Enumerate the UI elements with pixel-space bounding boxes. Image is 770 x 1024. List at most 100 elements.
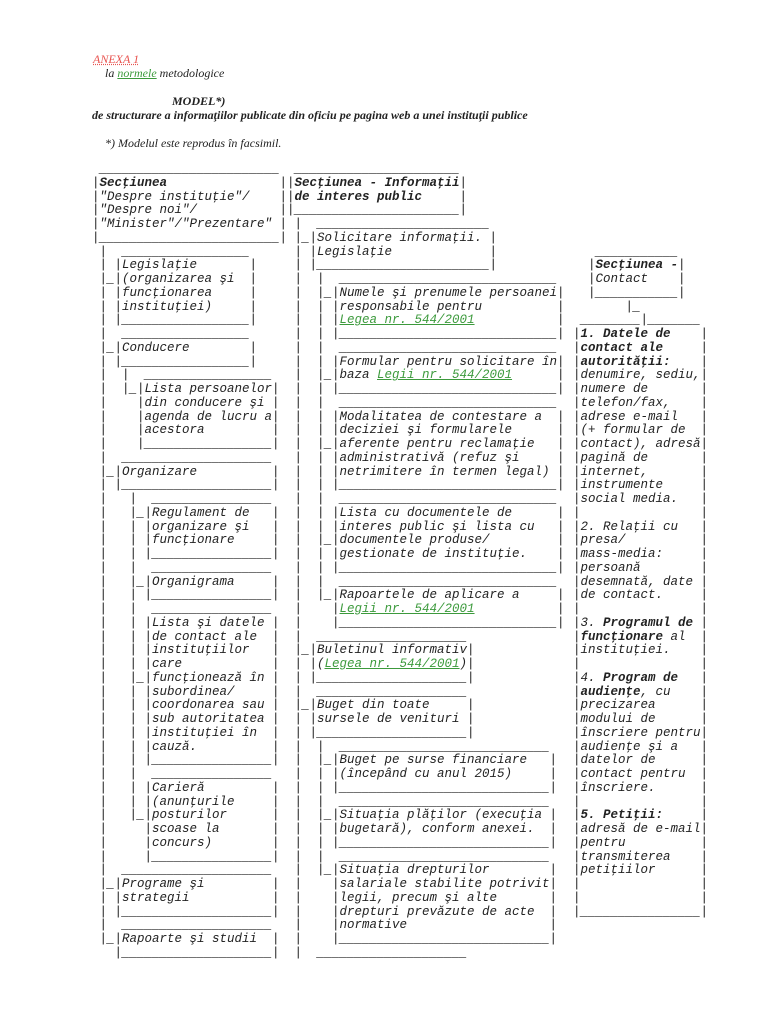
- diagram-line: |_|Rapoarte şi studii |: [92, 932, 287, 947]
- diagram-text: | | |cauză. |: [92, 739, 280, 754]
- diagram-line: | |normative |: [287, 918, 565, 933]
- norms-suffix: metodologice: [156, 66, 225, 80]
- diagram-text: |contact pentru |: [573, 767, 709, 781]
- diagram-line: |pentru |: [573, 835, 709, 851]
- diagram-text: | | |(anunţurile |: [92, 794, 280, 809]
- diagram-text: |"Despre noi"/ |: [92, 203, 288, 218]
- diagram-text: | | |subordinea/ |: [92, 684, 280, 699]
- law-link[interactable]: Legii nr. 544/2001: [339, 602, 475, 616]
- diagram-text: |_|(organizarea şi |: [92, 272, 258, 286]
- diagram-text: |________________|: [573, 904, 709, 919]
- diagram-line: | | ________________: [92, 602, 287, 617]
- diagram-line: |"Despre instituţie"/ |: [92, 190, 287, 205]
- diagram-line: | |____________________|: [92, 905, 287, 920]
- diagram-line: |___________|: [573, 285, 708, 301]
- diagram-text: | |_________________|: [92, 437, 280, 451]
- diagram-line: | |legii, precum şi alte |: [287, 891, 565, 906]
- diagram-text: ______________________: [287, 162, 460, 176]
- diagram-text: | ____________________: [287, 945, 468, 960]
- diagram-line: | | ________________: [92, 492, 287, 507]
- law-link[interactable]: Legea nr. 544/2001: [339, 313, 475, 328]
- diagram-line: | | |____________________________|: [287, 781, 565, 796]
- diagram-line: | |concurs) |: [92, 836, 287, 851]
- diagram-text: al |: [663, 629, 709, 644]
- diagram-line: |_|Solicitare informaţii. |: [287, 231, 565, 246]
- diagram-line: | | |de contact ale |: [92, 629, 287, 645]
- diagram-text: | |_|documentele produse/ |: [287, 533, 565, 548]
- diagram-text: | | |_____________________________|: [287, 478, 565, 493]
- diagram-text: |transmiterea |: [573, 849, 709, 864]
- diagram-text: |_: [573, 299, 641, 314]
- model-subtitle: de structurare a informaţiilor publicate…: [92, 108, 528, 122]
- diagram-line: |5. Petiţii: |: [573, 808, 708, 823]
- diagram-text: | |din conducere şi |: [92, 395, 280, 410]
- diagram-text: | |: [573, 657, 709, 671]
- diagram-text: | | ____________________________: [287, 849, 550, 864]
- diagram-text: |___________|: [573, 285, 686, 300]
- diagram-line: | |: [573, 891, 708, 906]
- diagram-text: | | |care |: [92, 657, 280, 671]
- bold-text: Secţiunea -: [595, 258, 679, 273]
- diagram-line: | _________________: [92, 245, 287, 260]
- diagram-text: |pentru |: [573, 835, 709, 850]
- diagram-text: | |_|Situaţia plăţilor (execuţia |: [287, 808, 558, 823]
- diagram-line: | |_______________________|: [287, 258, 565, 273]
- norms-link[interactable]: normele: [117, 66, 157, 80]
- diagram-line: | _______________________: [287, 217, 565, 232]
- diagram-text: | | |interes public şi lista cu |: [287, 519, 565, 534]
- diagram-text: |________________________|: [92, 230, 288, 245]
- diagram-line: | | |(anunţurile |: [92, 794, 287, 810]
- diagram-text: | | |Lista cu documentele de |: [287, 505, 565, 520]
- diagram-text: |: [573, 354, 581, 369]
- diagram-line: ________|_______: [573, 313, 708, 328]
- diagram-line: | |funcţionarea |: [92, 286, 287, 301]
- bold-text: contact ale: [580, 340, 664, 355]
- diagram-text: |: [573, 258, 596, 273]
- law-link[interactable]: Legii nr. 544/2001: [377, 368, 513, 383]
- diagram-line: |contact), adresă|: [573, 437, 708, 452]
- diagram-text: |adresă de e-mail|: [573, 822, 709, 836]
- diagram-text: |: [573, 629, 581, 644]
- diagram-line: | | |cauză. |: [92, 739, 287, 755]
- diagram-text: | ____________________: [287, 684, 468, 699]
- diagram-text: | |____________________|: [287, 725, 475, 740]
- diagram-text: |: [287, 189, 295, 204]
- diagram-line: | ____________________: [92, 863, 287, 878]
- diagram-text: | |_|Lista persoanelor|: [92, 382, 280, 396]
- diagram-line: | |____________________|: [287, 725, 565, 741]
- diagram-line: | |: [573, 877, 708, 892]
- diagram-text: | |: [573, 505, 709, 520]
- diagram-line: |instituţiei. |: [573, 643, 708, 658]
- bold-text: Secţiunea - Informaţii: [294, 175, 460, 190]
- diagram-text: |_|Conducere |: [92, 340, 258, 355]
- diagram-text: |desemnată, date |: [573, 574, 709, 589]
- diagram-line: | |: [573, 602, 708, 617]
- diagram-text: | | |de contact ale |: [92, 629, 280, 644]
- diagram-line: |______________________|: [287, 203, 565, 218]
- diagram-text: | | |_____________________________|: [287, 560, 565, 575]
- diagram-text: |: [167, 175, 288, 190]
- diagram-line: | | |sub autoritatea |: [92, 712, 287, 727]
- footnote: *) Modelul este reprodus în facsimil.: [105, 136, 282, 150]
- diagram-text: |Contact |: [573, 272, 686, 286]
- diagram-text: | |Legislaţie |: [287, 244, 498, 259]
- diagram-text: |audienţe şi a |: [573, 739, 709, 754]
- diagram-line: |mass-media: |: [573, 547, 708, 562]
- diagram-line: |înscriere pentru|: [573, 726, 708, 741]
- diagram-text: | | |sub autoritatea |: [92, 712, 280, 726]
- diagram-line: | |_________________|: [92, 355, 287, 370]
- law-link[interactable]: Legea nr. 544/2001: [324, 657, 460, 671]
- diagram-text: |_|Rapoarte şi studii |: [92, 932, 280, 946]
- diagram-text: | | |Carieră |: [92, 780, 280, 795]
- diagram-line: | |_|funcţionează în |: [92, 671, 287, 686]
- diagram-line: |audienţe, cu |: [573, 685, 708, 700]
- diagram-text: | | |_____________________________|: [287, 382, 565, 396]
- diagram-text: | | |(începând cu anul 2015) |: [287, 767, 558, 781]
- diagram-line: |2. Relaţii cu |: [573, 520, 708, 535]
- bold-text: Secţiunea: [99, 175, 168, 190]
- diagram-text: |: [573, 340, 581, 355]
- diagram-line: ________________________: [92, 162, 287, 177]
- bold-text: funcţionare: [580, 629, 664, 644]
- diagram-text: |: [663, 340, 709, 355]
- diagram-text: | | |________________|: [92, 753, 280, 768]
